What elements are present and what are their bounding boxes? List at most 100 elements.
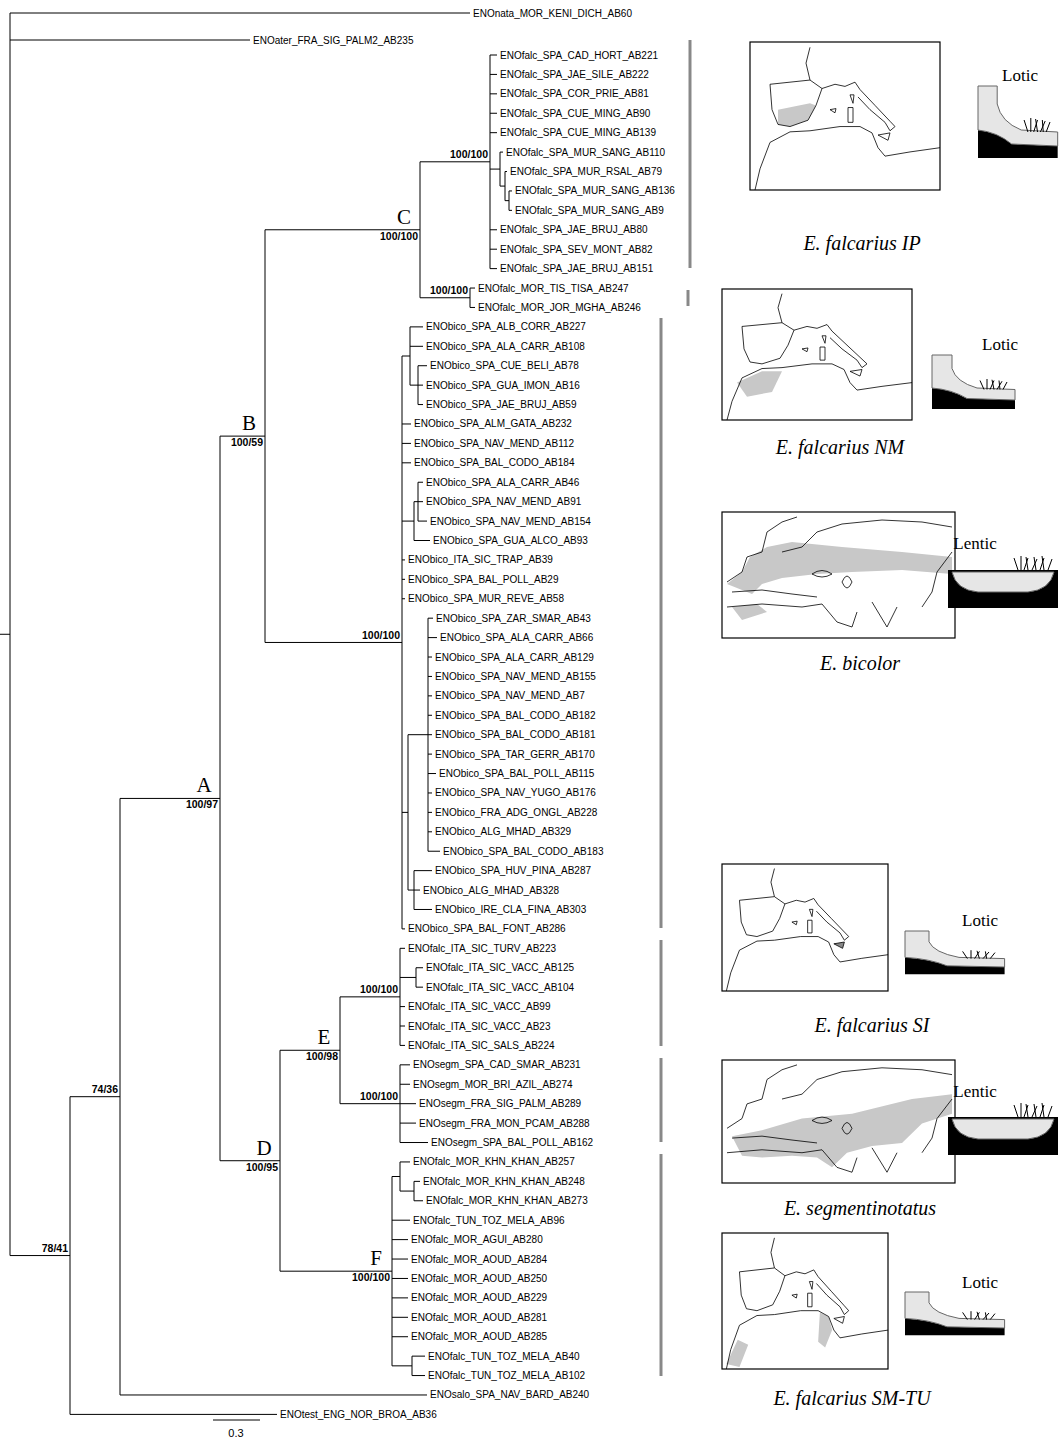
tree-branch — [410, 326, 423, 327]
taxon-label: ENOfalc_TUN_TOZ_MELA_AB40 — [428, 1351, 580, 1362]
tree-branch — [392, 1259, 408, 1260]
tree-branch — [428, 734, 432, 735]
taxon-label: ENObico_SPA_BAL_FONT_AB286 — [408, 923, 566, 934]
taxon-label: ENOnata_MOR_KENI_DICH_AB60 — [473, 8, 632, 19]
support-value: 100/100 — [360, 984, 398, 996]
clade-bar — [661, 40, 690, 1376]
tree-branch — [428, 637, 437, 638]
taxon-label: ENObico_SPA_MUR_REVE_AB58 — [408, 593, 564, 604]
tree-branch — [400, 1191, 414, 1192]
tree-branch — [490, 74, 497, 75]
tree-branch — [490, 113, 497, 114]
tree-branch — [400, 977, 416, 978]
tree-branch — [265, 642, 402, 643]
taxon-label: ENOater_FRA_SIG_PALM2_AB235 — [253, 35, 413, 46]
tree-branch — [414, 890, 420, 891]
habitat-label: Lotic — [982, 336, 1018, 355]
tree-branch — [402, 559, 405, 560]
taxon-label: ENObico_SPA_TAR_GERR_AB170 — [435, 749, 595, 760]
tree-branch — [500, 186, 505, 187]
tree-branch — [414, 1181, 415, 1200]
taxon-label: ENOfalc_ITA_SIC_VACC_AB104 — [426, 982, 574, 993]
tree-branch — [420, 297, 470, 298]
tree-branch — [120, 798, 121, 1395]
scale-bar — [213, 1420, 260, 1421]
tree-branch — [500, 152, 503, 153]
range-map — [722, 289, 912, 420]
tree-branch — [392, 1317, 408, 1318]
tree-branch — [400, 1045, 405, 1046]
tree-branch — [428, 618, 433, 619]
tree-branch — [428, 657, 432, 658]
tree-branch — [402, 579, 405, 580]
tree-branch — [402, 443, 411, 444]
taxon-label: ENObico_SPA_ALA_CARR_AB129 — [435, 652, 594, 663]
tree-branch — [392, 1278, 408, 1279]
tree-branch — [400, 1026, 405, 1027]
clade-name: E. falcarius NM — [776, 436, 904, 458]
lotic-icon — [905, 1292, 1005, 1335]
clade-letter: F — [370, 1247, 382, 1270]
tree-branch — [490, 229, 497, 230]
tree-branch — [509, 190, 512, 191]
taxon-label: ENOfalc_MOR_KHN_KHAN_AB273 — [426, 1195, 588, 1206]
tree-branch — [418, 521, 427, 522]
taxon-label: ENOfalc_SPA_MUR_SANG_AB136 — [515, 185, 675, 196]
taxon-label: ENOfalc_ITA_SIC_TURV_AB223 — [408, 943, 556, 954]
tree-branch — [490, 249, 497, 250]
taxon-label: ENOfalc_ITA_SIC_VACC_AB23 — [408, 1021, 550, 1032]
support-value: 100/100 — [352, 1272, 390, 1284]
clade-name: E. falcarius IP — [803, 232, 920, 254]
taxon-label: ENOfalc_SPA_JAE_BRUJ_AB151 — [500, 263, 653, 274]
tree-branch — [412, 1375, 425, 1376]
tree-branch — [500, 152, 501, 186]
taxon-label: ENObico_SPA_BAL_CODO_AB181 — [435, 729, 595, 740]
tree-branch — [402, 812, 408, 813]
tree-branch — [418, 482, 423, 483]
support-value: 100/100 — [430, 285, 468, 297]
taxon-label: ENOfalc_MOR_AOUD_AB285 — [411, 1331, 547, 1342]
support-value: 100/98 — [306, 1051, 338, 1063]
tree-branch — [400, 1103, 416, 1104]
tree-branch — [220, 436, 221, 1161]
taxon-label: ENOfalc_MOR_JOR_MGHA_AB246 — [478, 302, 641, 313]
taxon-label: ENOfalc_SPA_MUR_RSAL_AB79 — [510, 166, 662, 177]
taxon-label: ENObico_SPA_NAV_MEND_AB91 — [426, 496, 581, 507]
tree-branch — [420, 161, 490, 162]
tree-branch — [428, 773, 436, 774]
range-map — [722, 864, 888, 991]
support-value: 100/95 — [246, 1162, 278, 1174]
taxon-label: ENObico_SPA_JAE_BRUJ_AB59 — [426, 399, 576, 410]
taxon-label: ENOfalc_ITA_SIC_SALS_AB224 — [408, 1040, 555, 1051]
tree-branch — [400, 1006, 405, 1007]
tree-branch — [392, 1297, 408, 1298]
tree-branch — [509, 191, 510, 210]
habitat-label: Lotic — [962, 1274, 998, 1293]
tree-branch — [340, 1103, 400, 1104]
taxon-label: ENObico_SPA_BAL_CODO_AB182 — [435, 710, 595, 721]
taxon-label: ENOfalc_ITA_SIC_VACC_AB125 — [426, 962, 574, 973]
tree-branch — [340, 996, 400, 997]
taxon-label: ENOfalc_MOR_AOUD_AB229 — [411, 1292, 547, 1303]
taxon-label: ENObico_SPA_GUA_ALCO_AB93 — [433, 535, 588, 546]
taxon-label: ENObico_ALG_MHAD_AB328 — [423, 885, 559, 896]
tree-branch — [410, 346, 423, 347]
tree-branch — [490, 169, 500, 170]
clade-letter: D — [256, 1137, 271, 1160]
tree-branch — [70, 1096, 120, 1097]
clade-name: E. segmentinotatus — [784, 1197, 936, 1219]
support-value: 100/97 — [186, 799, 218, 811]
tree-branch — [402, 928, 405, 929]
tree-branch — [412, 1356, 413, 1375]
taxon-label: ENObico_SPA_NAV_MEND_AB154 — [430, 516, 591, 527]
tree-branch — [0, 634, 10, 635]
tree-branch — [416, 968, 417, 987]
range-map — [722, 512, 955, 638]
tree-branch — [490, 93, 497, 94]
tree-branch — [414, 501, 418, 502]
taxon-label: ENObico_SPA_ALB_CORR_AB227 — [426, 321, 586, 332]
tree-branch — [392, 1239, 408, 1240]
tree-branch — [402, 356, 410, 357]
